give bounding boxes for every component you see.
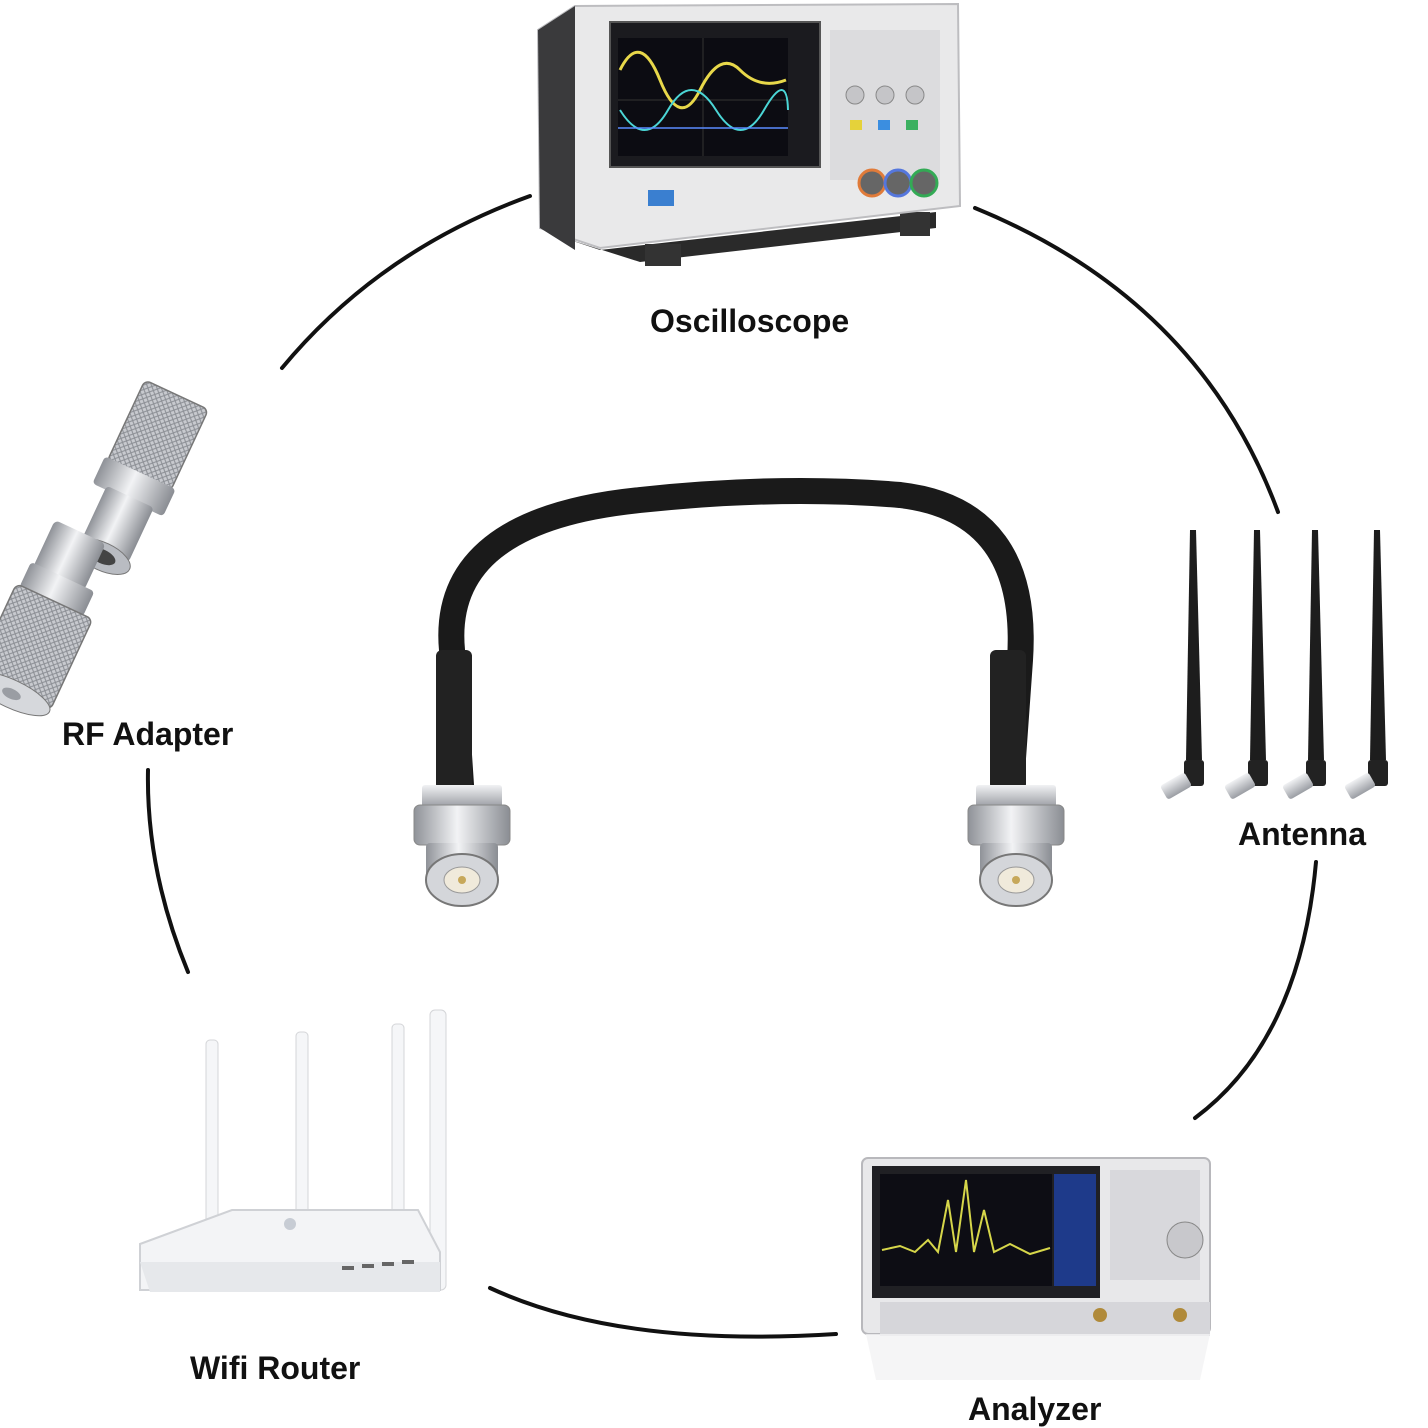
- arc-antenna-analyzer: [1193, 860, 1318, 1120]
- arc-adapter-oscilloscope: [280, 194, 532, 370]
- wifi-router-illustration: [139, 1009, 447, 1292]
- label-rf-adapter: RF Adapter: [62, 716, 234, 752]
- bnc-connector-left: [413, 785, 511, 907]
- antenna-illustration: [1160, 530, 1388, 799]
- label-analyzer: Analyzer: [968, 1391, 1102, 1427]
- connection-arcs: [145, 194, 1318, 1339]
- label-oscilloscope: Oscilloscope: [650, 303, 850, 339]
- arc-oscilloscope-antenna: [973, 206, 1280, 514]
- label-antenna: Antenna: [1238, 816, 1366, 852]
- rf-adapter-illustration: [0, 381, 208, 717]
- label-wifi-router: Wifi Router: [190, 1350, 361, 1386]
- arc-router-adapter: [145, 768, 190, 974]
- arc-analyzer-router: [488, 1286, 838, 1339]
- bnc-connector-right: [967, 785, 1065, 907]
- bnc-cable-illustration: [413, 478, 1065, 907]
- analyzer-illustration: [861, 1157, 1211, 1380]
- oscilloscope-illustration: [536, 2, 962, 266]
